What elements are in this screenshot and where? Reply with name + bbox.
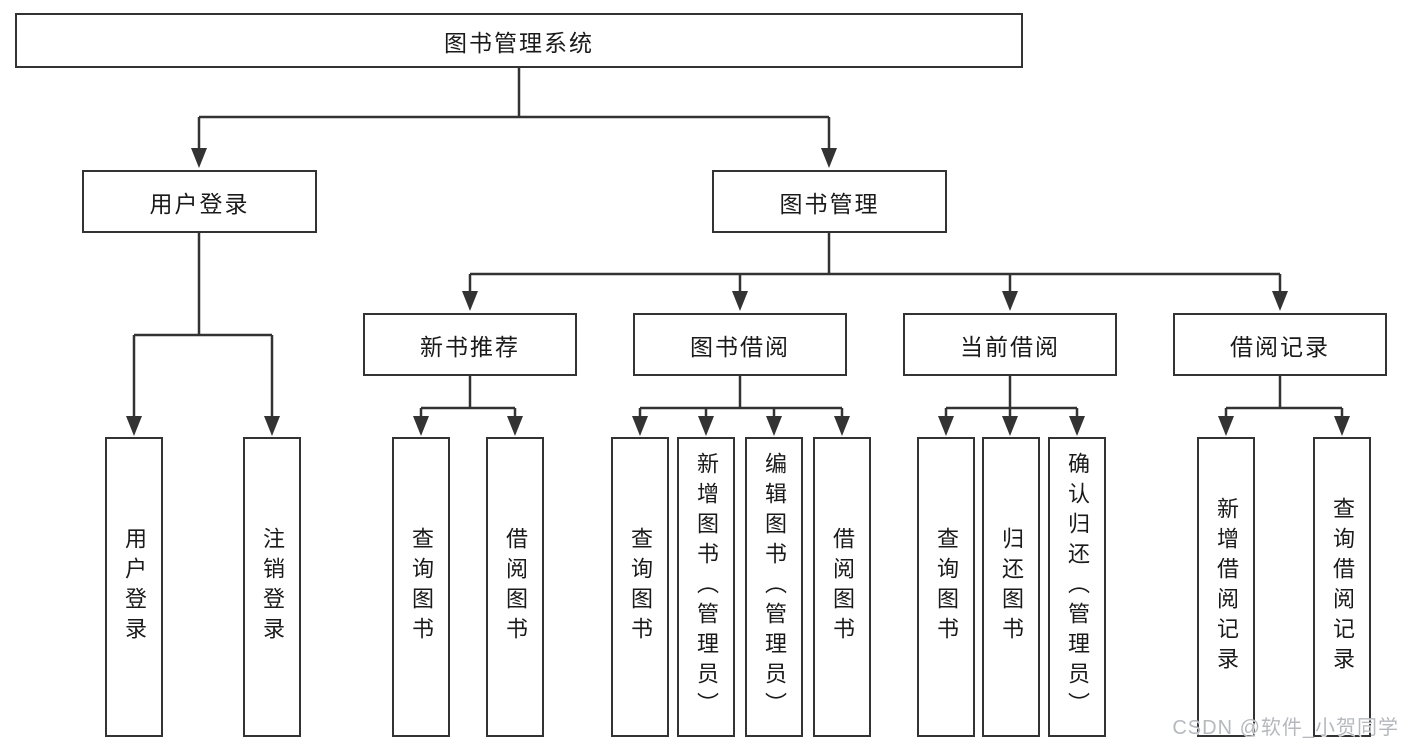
leaf-query-books-borrow: 查询图书: [611, 437, 669, 737]
node-label: 用户登录: [122, 527, 147, 647]
node-label: 借阅记录: [1230, 333, 1330, 360]
leaf-query-books-recommend: 查询图书: [392, 437, 450, 737]
node-label: 用户登录: [149, 190, 250, 217]
leaf-user-login: 用户登录: [105, 437, 163, 737]
node-label: 查询图书: [628, 527, 653, 647]
node-label: 查询图书: [934, 527, 959, 647]
node-user-login: 用户登录: [82, 170, 317, 233]
leaf-add-borrow-record: 新增借阅记录: [1197, 437, 1255, 737]
leaf-query-books-current: 查询图书: [917, 437, 975, 737]
node-label: 当前借阅: [960, 333, 1060, 360]
leaf-return-book: 归还图书: [982, 437, 1040, 737]
node-label: 新增借阅记录: [1214, 497, 1239, 677]
node-label: 注销登录: [260, 527, 285, 647]
node-library-management-system: 图书管理系统: [15, 13, 1023, 68]
node-book-borrow: 图书借阅: [633, 313, 847, 376]
leaf-edit-book-admin: 编辑图书（管理员）: [745, 437, 803, 737]
leaf-borrow-books: 借阅图书: [813, 437, 871, 737]
csdn-watermark: CSDN @软件_小贺同学: [1172, 717, 1399, 739]
node-book-management: 图书管理: [712, 170, 947, 233]
node-label: 归还图书: [999, 527, 1024, 647]
node-label: 确认归还（管理员）: [1065, 452, 1090, 722]
node-label: 图书管理系统: [444, 29, 594, 56]
node-borrow-records: 借阅记录: [1173, 313, 1387, 376]
leaf-logout: 注销登录: [243, 437, 301, 737]
leaf-add-book-admin: 新增图书（管理员）: [677, 437, 735, 737]
node-label: 借阅图书: [830, 527, 855, 647]
node-label: 新增图书（管理员）: [694, 452, 719, 722]
node-label: 借阅图书: [503, 527, 528, 647]
node-new-book-recommend: 新书推荐: [363, 313, 577, 376]
node-label: 图书借阅: [690, 333, 790, 360]
node-current-borrow: 当前借阅: [903, 313, 1117, 376]
leaf-borrow-books-recommend: 借阅图书: [486, 437, 544, 737]
node-label: 查询图书: [409, 527, 434, 647]
node-label: 编辑图书（管理员）: [762, 452, 787, 722]
node-label: 图书管理: [779, 190, 880, 217]
leaf-confirm-return-admin: 确认归还（管理员）: [1048, 437, 1106, 737]
leaf-query-borrow-record: 查询借阅记录: [1313, 437, 1371, 737]
node-label: 查询借阅记录: [1330, 497, 1355, 677]
node-label: 新书推荐: [420, 333, 520, 360]
